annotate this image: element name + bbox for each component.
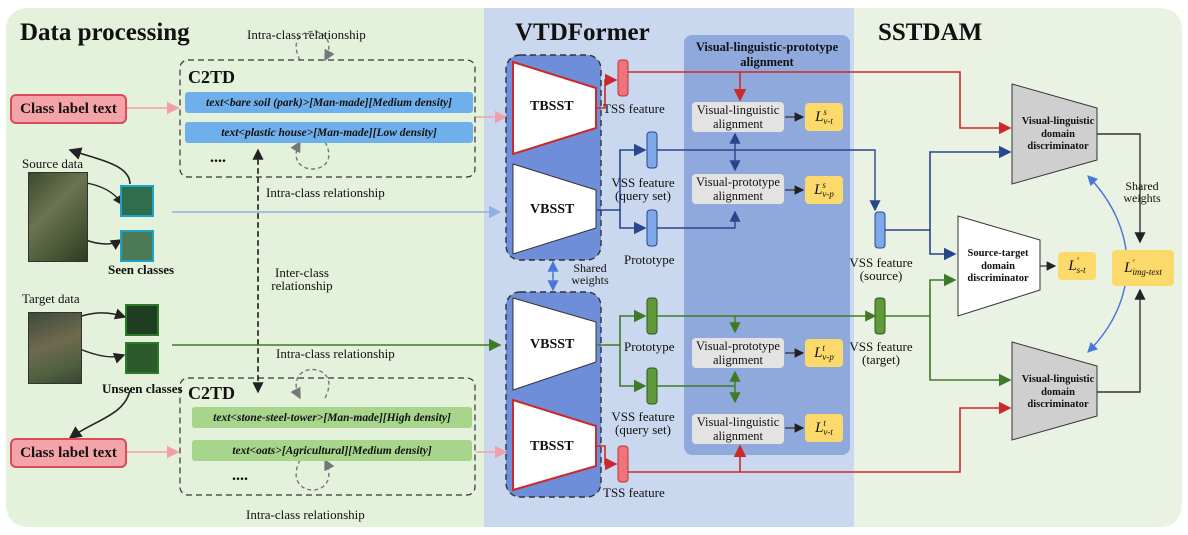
st-discriminator-shape xyxy=(957,215,1041,317)
prototype-bottom-label: Prototype xyxy=(624,339,675,354)
tbsst-top-label: TBSST xyxy=(530,99,574,114)
tbsst-top-shape xyxy=(512,60,597,156)
target-to-label-arrow xyxy=(68,389,131,439)
visual-linguistic-alignment-bottom: Visual-linguistic alignment xyxy=(692,414,784,444)
class-label-text-source: Class label text xyxy=(10,94,127,124)
prototype-top-label: Prototype xyxy=(624,252,675,267)
data-processing-title: Data processing xyxy=(20,19,190,46)
tss-feature-bottom-bar xyxy=(617,445,629,483)
c2td-source-title: C2TD xyxy=(188,67,236,87)
unseen-classes-label: Unseen classes xyxy=(102,381,183,396)
c2td-source-box xyxy=(179,59,476,178)
c2td-target-title: C2TD xyxy=(188,383,236,403)
tss-feature-top-bar xyxy=(617,59,629,97)
c2td-target-item-2: text<oats>[Agricultural][Medium density] xyxy=(192,440,472,461)
source-satellite-image xyxy=(28,172,88,262)
prototype-bottom-bar xyxy=(646,297,658,335)
vbsst-bottom-shape xyxy=(512,297,597,391)
intra-class-label-2: Intra-class relationship xyxy=(266,185,385,200)
intra-class-label-3: Intra-class relationship xyxy=(276,346,395,361)
c2td-source-item-1: text<bare soil (park)>[Man-made][Medium … xyxy=(185,92,473,113)
vlp-alignment-title: Visual-linguistic-prototype alignment xyxy=(695,40,839,69)
c2td-target-item-1: text<stone-steel-tower>[Man-made][High d… xyxy=(192,407,472,428)
intra-loop-mid xyxy=(290,140,330,170)
vtdformer-title: VTDFormer xyxy=(515,19,650,46)
visual-linguistic-alignment-top: Visual-linguistic alignment xyxy=(692,102,784,132)
vbsst-bottom-label: VBSST xyxy=(530,337,575,352)
tbsst-bottom-shape xyxy=(512,398,597,492)
c2td-target-box xyxy=(179,377,476,496)
st-discriminator-label: Source-target domain discriminator xyxy=(967,248,1029,285)
inter-class-label: Inter-class relationship xyxy=(271,265,333,293)
seen-classes-label: Seen classes xyxy=(108,262,175,277)
source-patch-1 xyxy=(120,185,154,217)
vss-feature-target-label: VSS feature (target) xyxy=(849,339,913,367)
loss-img-text: L'img-text xyxy=(1112,250,1174,286)
tbsst-bottom-label: TBSST xyxy=(530,439,574,454)
source-to-label-arrow xyxy=(68,147,131,185)
intra-class-label-4: Intra-class relationship xyxy=(246,507,365,522)
source-patch-2 xyxy=(120,230,154,262)
vss-target-bar xyxy=(874,297,886,335)
tss-feature-bottom-label: TSS feature xyxy=(603,485,665,500)
c2td-target-ellipsis: .... xyxy=(232,467,248,484)
visual-prototype-alignment-top: Visual-prototype alignment xyxy=(692,174,784,204)
vlp-alignment-bg xyxy=(684,35,850,455)
vbsst-top-shape xyxy=(512,163,597,255)
vl-discriminator-bottom-shape xyxy=(1011,341,1098,441)
vl-discriminator-bottom-label: Visual-linguistic domain discriminator xyxy=(1021,374,1095,411)
vl-discriminator-top-shape xyxy=(1011,83,1098,185)
target-patch-1 xyxy=(125,304,159,336)
loss-source-target: L's-t xyxy=(1058,252,1096,280)
vss-feature-source-label: VSS feature (source) xyxy=(849,255,913,283)
target-data-label: Target data xyxy=(22,291,80,306)
intra-class-label-1: Intra-class relationship xyxy=(247,27,366,42)
prototype-top-bar xyxy=(646,209,658,247)
c2td-source-item-2: text<plastic house>[Man-made][Low densit… xyxy=(185,122,473,143)
vss-source-bar xyxy=(874,211,886,249)
intra-loop-low xyxy=(290,368,330,400)
target-patch-2 xyxy=(125,342,159,374)
vss-feature-query-bottom-label: VSS feature (query set) xyxy=(611,409,675,437)
c2td-source-ellipsis: .... xyxy=(210,149,226,166)
vss-feature-query-top-label: VSS feature (query set) xyxy=(611,175,675,203)
vbsst-top-label: VBSST xyxy=(530,202,575,217)
source-data-label: Source data xyxy=(22,156,84,171)
shared-weights-disc-label: Shared weights xyxy=(1123,179,1161,205)
vss-query-top-bar xyxy=(646,131,658,169)
sstdam-title: SSTDAM xyxy=(878,19,983,46)
class-label-text-target: Class label text xyxy=(10,438,127,468)
visual-prototype-alignment-bottom: Visual-prototype alignment xyxy=(692,338,784,368)
tss-feature-top-label: TSS feature xyxy=(603,101,665,116)
shared-weights-encoder-label: Shared weights xyxy=(571,261,609,287)
target-satellite-image xyxy=(28,312,82,384)
intra-loop-top xyxy=(295,30,335,62)
vl-discriminator-top-label: Visual-linguistic domain discriminator xyxy=(1021,116,1095,153)
vss-query-bottom-bar xyxy=(646,367,658,405)
